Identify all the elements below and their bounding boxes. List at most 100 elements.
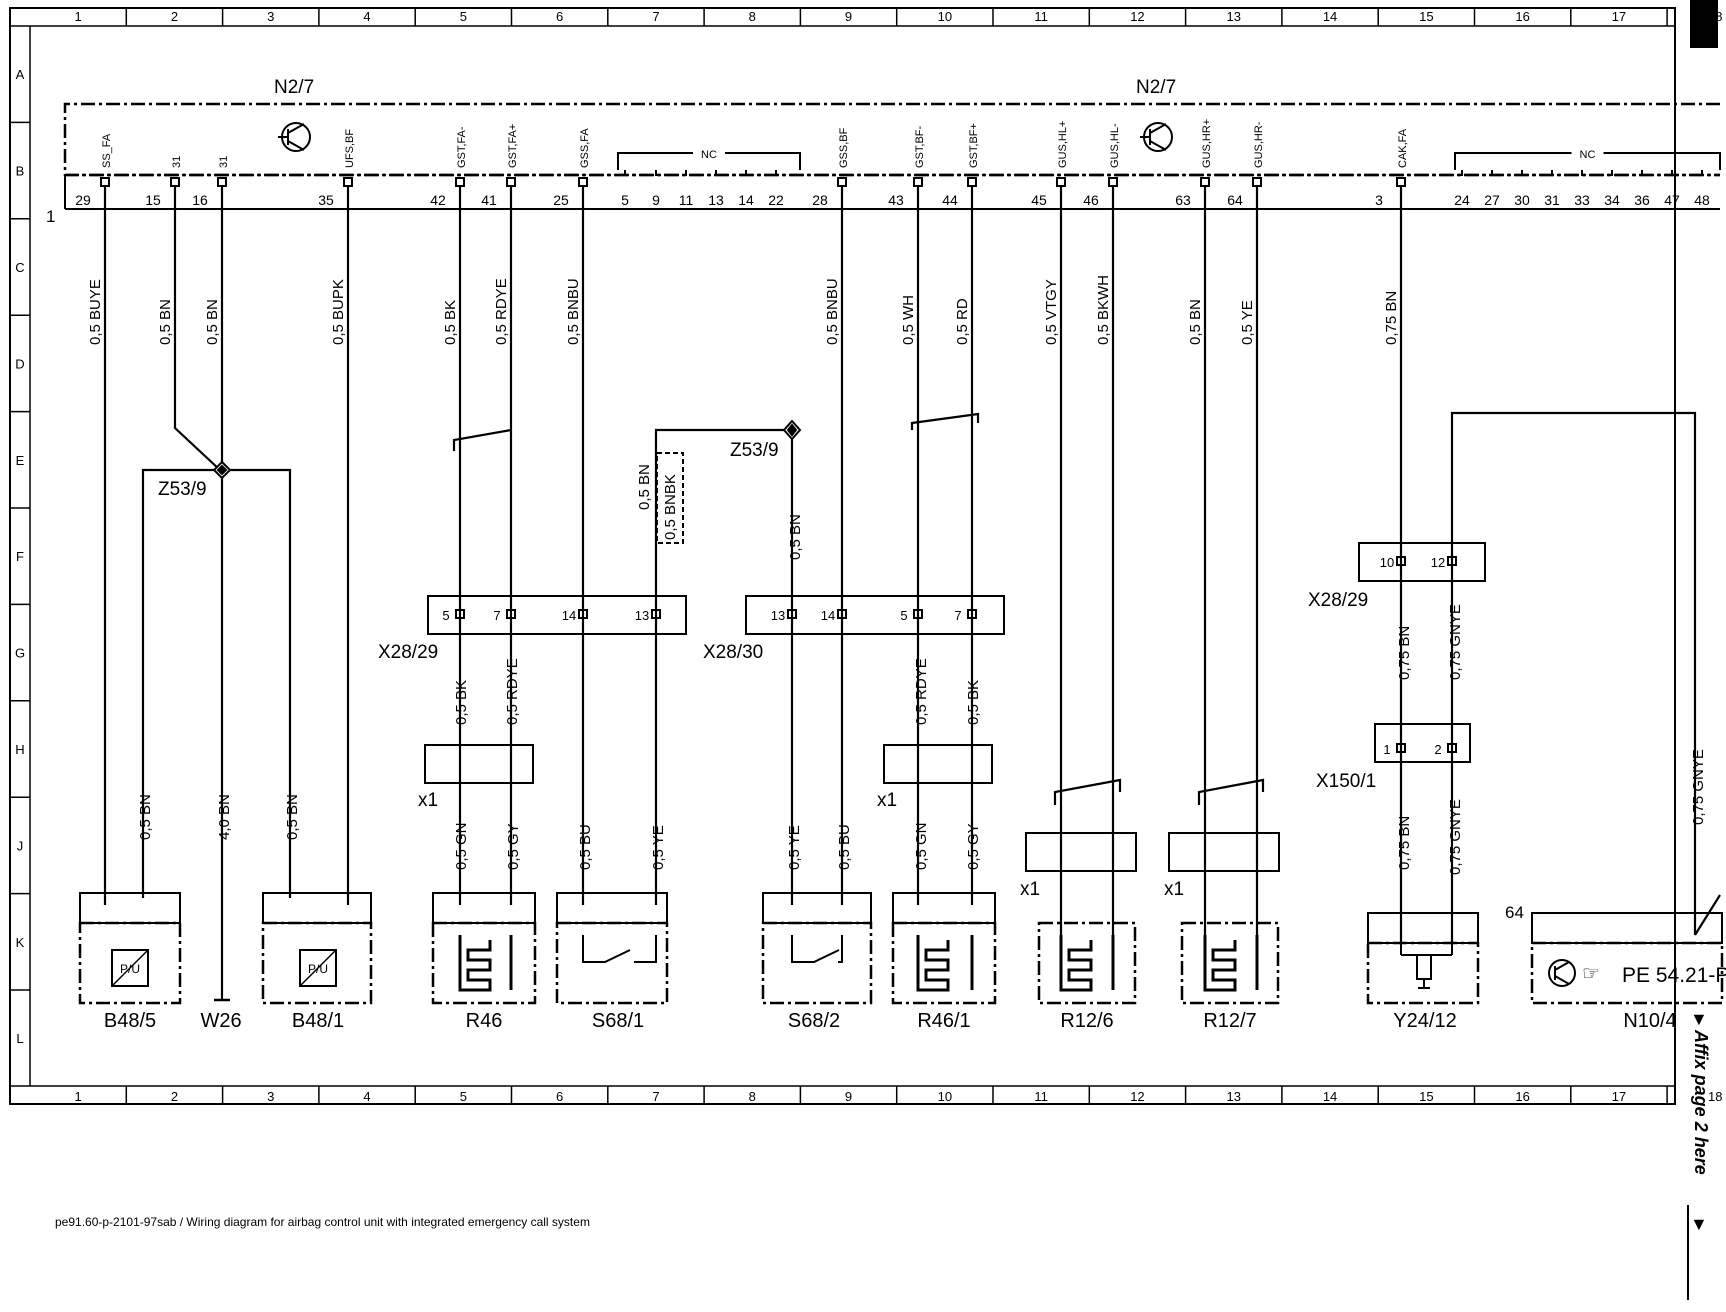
wire-label: 0,5 GN	[453, 822, 470, 870]
nc-pin-number: 47	[1664, 192, 1680, 208]
column-label: 8	[749, 1089, 756, 1104]
column-label: 8	[749, 9, 756, 24]
nc-label-bg	[1571, 144, 1604, 160]
connector-label: x1	[1164, 879, 1184, 900]
column-label: 7	[652, 1089, 659, 1104]
pin-number: 63	[1175, 192, 1191, 208]
splice-z53-9-right	[782, 419, 802, 441]
pin-name: GSS,FA	[579, 128, 591, 168]
column-label: 1	[75, 1089, 82, 1104]
column-label: 14	[1323, 9, 1337, 24]
pin-number: 15	[145, 192, 161, 208]
nc-pin-number: 48	[1694, 192, 1710, 208]
column-label: 1	[75, 9, 82, 24]
switch-icons	[582, 935, 843, 963]
wire-label: 0,5 BNBU	[565, 278, 582, 345]
component-label: W26	[200, 1010, 241, 1032]
connector-pin-number: 5	[442, 608, 449, 623]
column-label: 3	[267, 9, 274, 24]
wire-label: 0,5 BN	[636, 464, 653, 510]
connector-pin-terminal	[651, 609, 661, 619]
nc-pin-number: 30	[1514, 192, 1530, 208]
column-label: 11	[1034, 9, 1048, 24]
pin-number: 44	[942, 192, 958, 208]
wire-label: 0,5 BUPK	[330, 279, 347, 345]
component-label: R46/1	[917, 1010, 970, 1032]
nc-pin-number: 5	[621, 192, 629, 208]
column-label: 14	[1323, 1089, 1337, 1104]
component-label: R12/6	[1060, 1010, 1113, 1032]
pressure-sensor-icon	[299, 949, 337, 987]
nc-pin-number: 34	[1604, 192, 1620, 208]
row-label: F	[16, 549, 24, 564]
component-label: S68/1	[592, 1010, 644, 1032]
pin-name: GUS,HL+	[1057, 121, 1069, 168]
wire-label: 0,5 RDYE	[493, 278, 510, 345]
wire-label: 0,5 WH	[900, 295, 917, 345]
wire-label: 0,5 BN	[157, 299, 174, 345]
nc-pin-number: 13	[708, 192, 724, 208]
connector-pin-number: 10	[1380, 555, 1394, 570]
row-label: L	[16, 1031, 23, 1046]
pressure-sensor-icon	[111, 949, 149, 987]
wire-label: 0,5 GY	[965, 823, 982, 870]
wire-label: 0,5 BK	[442, 300, 459, 345]
connector-pin-number: 12	[1431, 555, 1445, 570]
column-label: 15	[1419, 1089, 1433, 1104]
column-label: 7	[652, 9, 659, 24]
connector-label: x1	[1020, 879, 1040, 900]
column-label: 9	[845, 1089, 852, 1104]
column-label: 10	[938, 9, 952, 24]
component-label: Y24/12	[1393, 1010, 1456, 1032]
heater-icon	[458, 935, 492, 992]
row-label: H	[15, 742, 24, 757]
component-label: N10/4	[1623, 1010, 1676, 1032]
column-label: 16	[1515, 1089, 1529, 1104]
control-unit-label-left: N2/7	[274, 77, 314, 98]
pin-name: GST,FA-	[456, 126, 468, 168]
pin-terminal	[100, 177, 110, 187]
nc-pin-number: 11	[679, 192, 694, 208]
column-label: 13	[1227, 1089, 1241, 1104]
column-label: 4	[363, 1089, 370, 1104]
wire-label: 0,75 BN	[1396, 626, 1413, 680]
wire-label: 0,75 BN	[1383, 291, 1400, 345]
pin-terminal	[217, 177, 227, 187]
connector-pin-number: 7	[493, 608, 500, 623]
component-label: R46	[466, 1010, 503, 1032]
column-label: 6	[556, 9, 563, 24]
pin-terminal	[967, 177, 977, 187]
column-label: 11	[1034, 1089, 1048, 1104]
sensor-label: P/U	[308, 962, 328, 976]
connector-label: x1	[877, 790, 897, 811]
sensor-label: P/U	[120, 962, 140, 976]
column-label: 5	[460, 1089, 467, 1104]
column-label: 5	[460, 9, 467, 24]
pin-name: SS_FA	[101, 133, 113, 168]
pin-name: GSS,BF	[838, 127, 850, 168]
pin-name: GUS,HR+	[1201, 119, 1213, 168]
column-label: 6	[556, 1089, 563, 1104]
pin-number: 45	[1031, 192, 1047, 208]
footer-caption: pe91.60-p-2101-97sab / Wiring diagram fo…	[55, 1215, 590, 1229]
pin-terminal	[1108, 177, 1118, 187]
arrow-down-icon: ▼	[1690, 1009, 1708, 1029]
pin-terminal	[1200, 177, 1210, 187]
connector-pin-number: 1	[1383, 742, 1390, 757]
wire-label: 0,5 BNBU	[824, 278, 841, 345]
column-label: 2	[171, 1089, 178, 1104]
nc-label: NC	[701, 149, 717, 161]
pin-terminal	[506, 177, 516, 187]
pin-name: 31	[171, 156, 183, 168]
pin-terminal	[170, 177, 180, 187]
nc-pin-number: 31	[1544, 192, 1560, 208]
column-label: 17	[1612, 1089, 1626, 1104]
wire-label: 0,5 BN	[787, 514, 804, 560]
valve-icon	[1400, 945, 1453, 989]
